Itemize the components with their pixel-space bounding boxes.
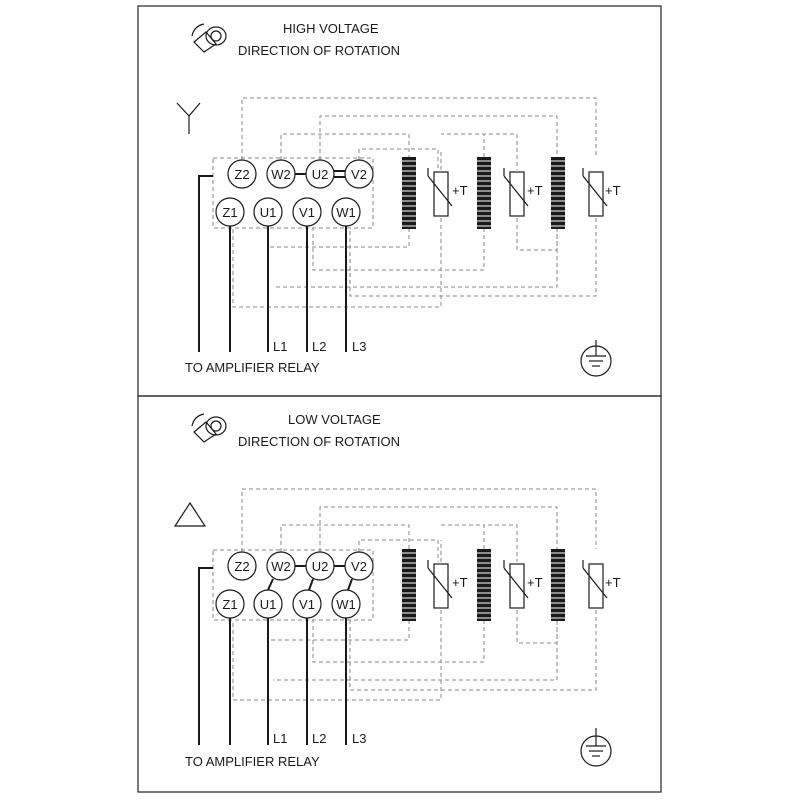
star-symbol: [176, 102, 201, 134]
line-label-l1: L1: [273, 339, 287, 354]
svg-text:U1: U1: [260, 205, 277, 220]
svg-text:+T: +T: [527, 183, 543, 198]
svg-text:+T: +T: [605, 183, 621, 198]
line-label-l3: L3: [352, 339, 366, 354]
svg-text:Z1: Z1: [222, 597, 237, 612]
relay-wire: [198, 567, 213, 745]
delta-bridge: [308, 578, 314, 591]
terminal-v2: [344, 159, 374, 189]
panel-title-line2: DIRECTION OF ROTATION: [238, 434, 400, 449]
svg-text:U1: U1: [260, 597, 277, 612]
svg-text:V2: V2: [351, 167, 367, 182]
svg-text:V1: V1: [299, 205, 315, 220]
delta-symbol: [173, 501, 207, 527]
terminal-row-top: Z2 W2 U2 V2: [227, 551, 374, 581]
panel-frame-high-voltage: [137, 5, 662, 397]
svg-text:U2: U2: [312, 559, 329, 574]
rotation-icon: [191, 413, 227, 443]
panel-title-line1: HIGH VOLTAGE: [283, 21, 379, 36]
line-label-l2: L2: [312, 731, 326, 746]
winding-coil: [402, 157, 416, 229]
winding-coil: [402, 549, 416, 621]
terminal-row-top: Z2 W2 U2 V2: [227, 159, 374, 189]
winding-coil: [477, 549, 491, 621]
svg-text:Z2: Z2: [234, 167, 249, 182]
relay-label: TO AMPLIFIER RELAY: [185, 360, 320, 375]
svg-text:+T: +T: [452, 575, 468, 590]
svg-text:+T: +T: [527, 575, 543, 590]
internal-wiring-dashed: [212, 488, 597, 701]
terminal-row-bottom: Z1 U1 V1 W1: [215, 197, 361, 227]
winding-coil: [477, 157, 491, 229]
thermistor-icon: +T: [503, 560, 543, 609]
terminal-row-bottom: Z1 U1 V1 W1: [215, 589, 361, 619]
internal-wiring-dashed: [212, 97, 597, 308]
svg-text:+T: +T: [605, 575, 621, 590]
panel-title-line2: DIRECTION OF ROTATION: [238, 43, 400, 58]
delta-bridge: [347, 578, 353, 591]
svg-text:+T: +T: [452, 183, 468, 198]
svg-text:Z2: Z2: [234, 559, 249, 574]
panel-high-voltage: HIGH VOLTAGE DIRECTION OF ROTATION: [176, 21, 621, 377]
line-label-l3: L3: [352, 731, 366, 746]
panel-frame-low-voltage: [137, 395, 662, 793]
svg-text:V1: V1: [299, 597, 315, 612]
svg-text:V2: V2: [351, 559, 367, 574]
thermistor-icon: +T: [427, 560, 468, 609]
winding-coil: [551, 549, 565, 621]
ground-icon: [580, 728, 612, 767]
svg-text:Z1: Z1: [222, 205, 237, 220]
ground-icon: [580, 340, 612, 377]
rotation-icon: [191, 23, 227, 53]
svg-text:W1: W1: [336, 597, 356, 612]
thermistor-icon: +T: [582, 560, 621, 609]
line-label-l2: L2: [312, 339, 326, 354]
terminal-z2: [227, 551, 257, 581]
panel-title-line1: LOW VOLTAGE: [288, 412, 381, 427]
delta-bridge: [267, 578, 274, 591]
svg-text:W2: W2: [271, 559, 291, 574]
terminal-z2: [227, 159, 257, 189]
relay-label: TO AMPLIFIER RELAY: [185, 754, 320, 769]
line-label-l1: L1: [273, 731, 287, 746]
thermistor-icon: +T: [503, 168, 543, 217]
relay-wire: [198, 175, 213, 352]
thermistor-icon: +T: [582, 168, 621, 217]
svg-text:W2: W2: [271, 167, 291, 182]
panel-low-voltage: LOW VOLTAGE DIRECTION OF ROTATION Z2: [173, 412, 621, 769]
svg-text:U2: U2: [312, 167, 329, 182]
winding-coil: [551, 157, 565, 229]
thermistor-icon: +T: [427, 168, 468, 217]
svg-text:W1: W1: [336, 205, 356, 220]
